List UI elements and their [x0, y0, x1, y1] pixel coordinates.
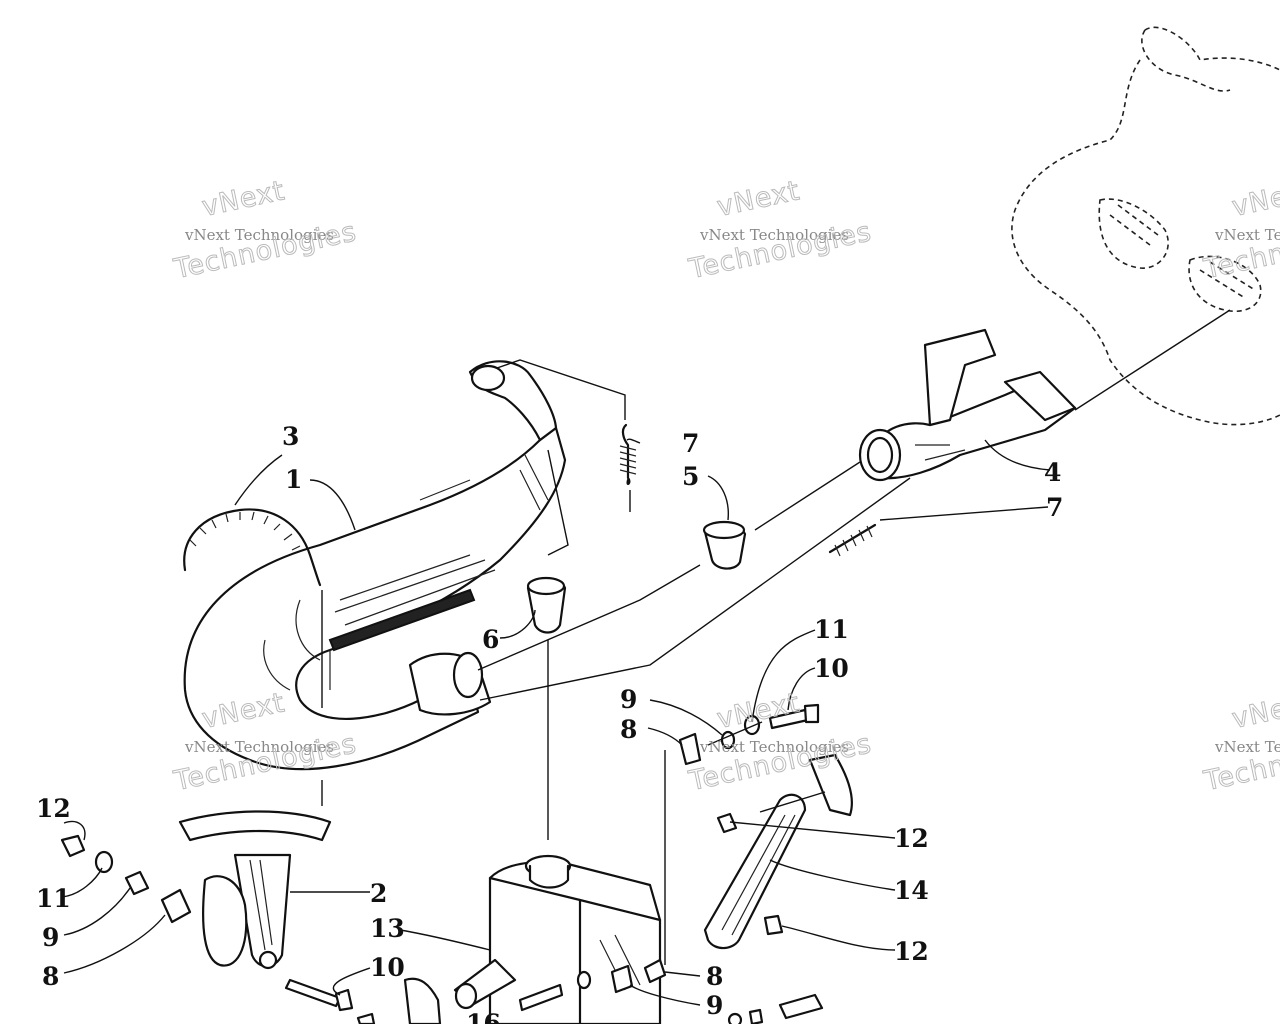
watermark-line2: vNext Technologies	[699, 738, 849, 756]
watermark-mid-left: vNext vNext Technologies Technologies	[170, 687, 360, 798]
watermark-top-center: vNext vNext Technologies Technologies	[685, 175, 875, 286]
spring-part-7-upper	[619, 423, 637, 486]
callout-12-bottom-right: 12	[894, 937, 929, 966]
hardware-upper-right	[678, 703, 820, 766]
watermark-line2: vNext Technologies	[184, 226, 334, 244]
callout-7-lower: 7	[1046, 493, 1063, 522]
callout-11-left: 11	[36, 884, 71, 913]
watermark-line1: vNext	[1229, 175, 1280, 223]
callout-1: 1	[285, 465, 302, 494]
spring-part-3	[183, 508, 322, 587]
callout-8-lower: 8	[706, 962, 723, 991]
callout-4: 4	[1044, 458, 1061, 487]
grommet-part-6	[526, 576, 567, 634]
callout-8-upper: 8	[620, 715, 637, 744]
callout-11-upper: 11	[814, 615, 849, 644]
exhaust-manifold-part-4	[858, 328, 1077, 482]
callout-8-left: 8	[42, 962, 59, 991]
callout-16: 16	[466, 1009, 501, 1024]
leader-lines	[61, 309, 1231, 1006]
seal-ring-part-5	[702, 520, 747, 570]
callout-9-left: 9	[42, 923, 59, 952]
callout-13: 13	[370, 914, 405, 943]
callout-6: 6	[482, 625, 499, 654]
engine-phantom-outline	[1011, 26, 1280, 426]
callout-9-lower: 9	[706, 991, 723, 1020]
callout-10-upper: 10	[814, 654, 849, 683]
watermark-group: vNext vNext Technologies Technologies vN…	[170, 175, 1280, 798]
watermark-line2: vNext Technologies	[1214, 226, 1280, 244]
watermark-top-right: vNext vNext Technologies Technologies	[1200, 175, 1280, 286]
callout-9-upper: 9	[620, 685, 637, 714]
muffler-bracket-part-2	[178, 810, 332, 970]
callout-5: 5	[682, 462, 699, 491]
oil-tank-part-13	[356, 854, 824, 1024]
callout-12-right-upper: 12	[894, 824, 929, 853]
callout-3: 3	[282, 422, 299, 451]
callout-7-upper: 7	[682, 429, 699, 458]
watermark-line2: vNext Technologies	[184, 738, 334, 756]
watermark-top-left: vNext vNext Technologies Technologies	[170, 175, 360, 286]
callout-12-left: 12	[36, 794, 71, 823]
support-arm-part-14	[703, 753, 853, 950]
callout-labels: 3 1 7 5 4 7 6 11 10 9 8 12 12 2 11 14 13…	[36, 422, 1063, 1024]
spring-part-7-lower	[828, 523, 877, 557]
watermark-line2: vNext Technologies	[1214, 738, 1280, 756]
callout-14: 14	[894, 876, 929, 905]
muffler-part-1	[183, 360, 567, 771]
watermark-line2: vNext Technologies	[699, 226, 849, 244]
watermark-line1: vNext	[1229, 687, 1280, 735]
hardware-left	[60, 834, 354, 1012]
watermark-line1: vNext	[714, 175, 803, 223]
callout-10-lower: 10	[370, 953, 405, 982]
callout-2: 2	[370, 879, 387, 908]
watermark-mid-right: vNext vNext Technologies Technologies	[1200, 687, 1280, 798]
watermark-line1: vNext	[199, 175, 288, 223]
